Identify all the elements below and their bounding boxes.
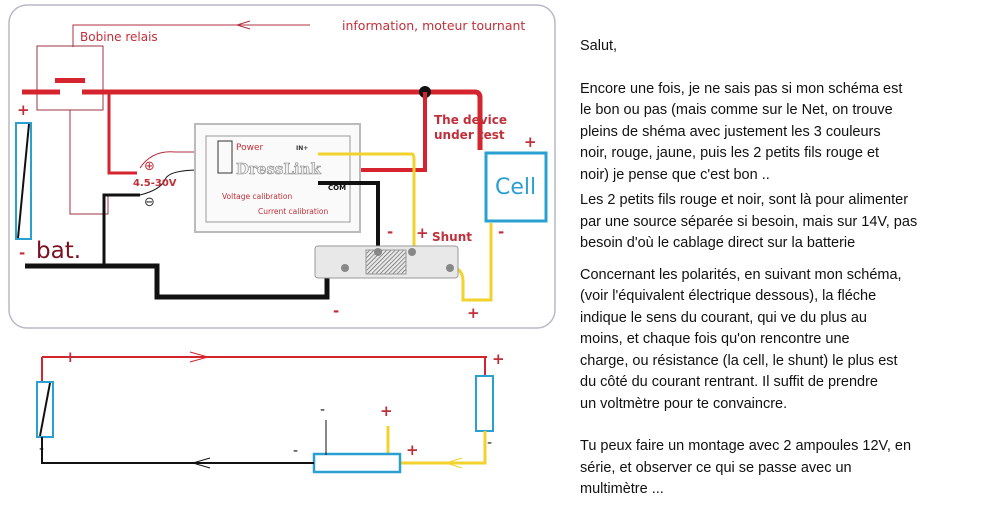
shunt-bolt xyxy=(446,264,454,272)
watermark-logo: DressLink xyxy=(236,160,321,178)
text-line: besoin d'où le cablage direct sur la bat… xyxy=(580,235,856,251)
plus-sign: + xyxy=(492,350,505,368)
plus-sign: + xyxy=(416,224,429,242)
text-line: un voltmètre pour te convaincre. xyxy=(580,395,788,412)
text-line: du côté du courant rentrant. Il suffit d… xyxy=(580,374,878,390)
device-label: under test xyxy=(434,128,505,142)
info-label: information, moteur tournant xyxy=(342,18,525,33)
text-line: (voir l'équivalent électrique dessous), … xyxy=(580,288,877,304)
shunt-label: Shunt xyxy=(432,230,472,244)
battery-label: bat. xyxy=(36,238,81,264)
battery-symbol xyxy=(17,123,30,239)
com-label: COM xyxy=(328,184,346,192)
black-power-wire xyxy=(102,193,140,266)
schematic-yellow-wire xyxy=(400,431,487,465)
plus-sign: + xyxy=(17,101,30,119)
text-line: Encore une fois, je ne sais pas si mon s… xyxy=(580,80,903,97)
schematic-black-wire xyxy=(41,437,314,464)
minus-sign: - xyxy=(387,223,393,241)
battery-box xyxy=(15,122,32,240)
plus-sign: + xyxy=(380,402,393,420)
shunt-resistor xyxy=(365,249,407,275)
current-arrow-icon xyxy=(444,457,463,469)
yellow-sense-wire xyxy=(318,152,416,255)
red-power-wire xyxy=(107,92,137,175)
greeting: Salut, xyxy=(580,38,618,54)
arrow-icon xyxy=(235,20,251,30)
text-line: charge, ou résistance (la cell, le shunt… xyxy=(580,352,898,369)
text-line: série, et observer ce qui se passe avec … xyxy=(580,459,852,476)
relay-contact xyxy=(55,78,85,83)
shunt-bolt xyxy=(374,248,382,256)
minus-sign: - xyxy=(19,244,25,262)
minus-sign: - xyxy=(333,302,339,320)
minus-sign: - xyxy=(487,435,492,451)
minus-sign: - xyxy=(498,223,504,241)
power-label: Power xyxy=(236,143,264,153)
red-main-wire xyxy=(22,89,483,150)
shunt-bolt xyxy=(341,264,349,272)
text-line: noir, rouge, jaune, puis les 2 petits fi… xyxy=(580,145,880,161)
minus-circle-icon: ⊖ xyxy=(144,195,155,210)
cell-box xyxy=(484,151,548,223)
meter-face xyxy=(205,135,351,223)
power-terminal xyxy=(217,140,233,174)
current-arrow-icon xyxy=(191,457,211,469)
plus-sign: + xyxy=(467,304,480,322)
current-calibration-label: Current calibration xyxy=(258,207,328,216)
text-line: par une source séparée si besoin, mais s… xyxy=(580,213,918,230)
thin-red-wire xyxy=(139,151,225,169)
minus-sign: - xyxy=(293,443,298,459)
current-arrow-icon xyxy=(189,351,210,363)
relay-coil-wire xyxy=(69,110,109,215)
black-com-wire xyxy=(318,181,380,250)
plus-sign: + xyxy=(406,441,419,459)
shunt-bolt xyxy=(408,248,416,256)
meter-body xyxy=(194,123,361,233)
voltage-range-label: 4.5-30V xyxy=(133,178,177,189)
text-line: Les 2 petits fils rouge et noir, sont là… xyxy=(580,192,909,208)
text-line: le bon ou pas (mais comme sur le Net, on… xyxy=(580,102,893,118)
plus-sign: + xyxy=(524,133,537,151)
in-plus-label: IN+ xyxy=(296,145,308,152)
device-label: The device xyxy=(434,113,507,127)
text-line: moins, et chaque fois qu'on rencontre un… xyxy=(580,331,850,347)
cell-label: Cell xyxy=(495,175,536,200)
text-line: Concernant les polarités, en suivant mon… xyxy=(580,266,902,283)
plus-circle-icon: ⊕ xyxy=(144,159,155,174)
voltage-calibration-label: Voltage calibration xyxy=(222,192,292,201)
schematic-cell xyxy=(475,375,494,432)
minus-sign: - xyxy=(39,441,44,457)
minus-sign: - xyxy=(320,402,325,418)
info-wire xyxy=(72,24,310,47)
plus-sign: + xyxy=(64,348,77,366)
schematic-shunt xyxy=(312,452,402,474)
relay-label: Bobine relais xyxy=(80,30,158,44)
text-line: multimètre ... xyxy=(580,481,664,497)
text-line: Tu peux faire un montage avec 2 ampoules… xyxy=(580,438,912,454)
text-line: pleins de shéma avec justement les 3 cou… xyxy=(580,123,881,140)
battery-symbol xyxy=(39,382,51,437)
thin-black-wire xyxy=(139,169,201,196)
text-line: indique le sens du courant, qui ve du pl… xyxy=(580,309,867,326)
schematic-battery xyxy=(36,381,54,438)
message-text: Salut, Encore une fois, je ne sais pas s… xyxy=(580,36,1004,501)
text-line: noir) je pense que c'est bon .. xyxy=(580,166,770,183)
